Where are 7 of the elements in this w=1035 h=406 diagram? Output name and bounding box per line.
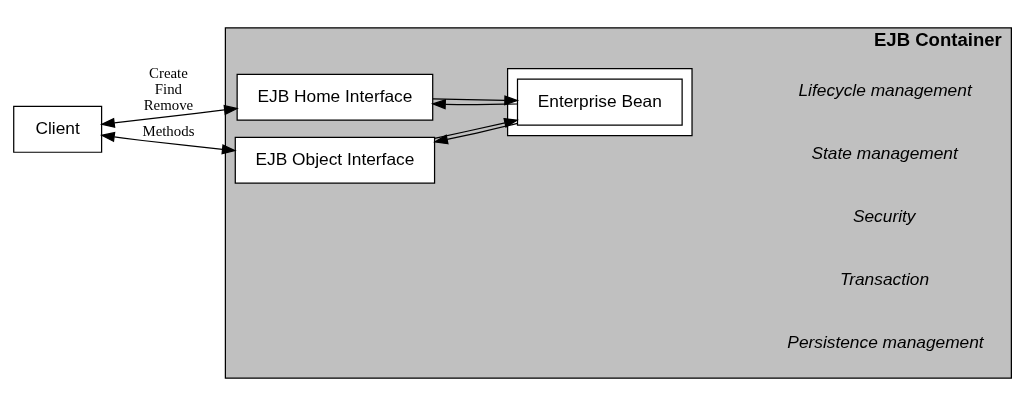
label: Lifecycle management	[798, 79, 972, 100]
label: Transaction	[839, 268, 930, 289]
label: Persistence management	[787, 332, 984, 353]
edge-label: Methods	[142, 123, 195, 140]
edge-label: Create Find Remove	[143, 65, 194, 114]
label: Security	[852, 205, 916, 226]
label: State management	[811, 142, 958, 163]
